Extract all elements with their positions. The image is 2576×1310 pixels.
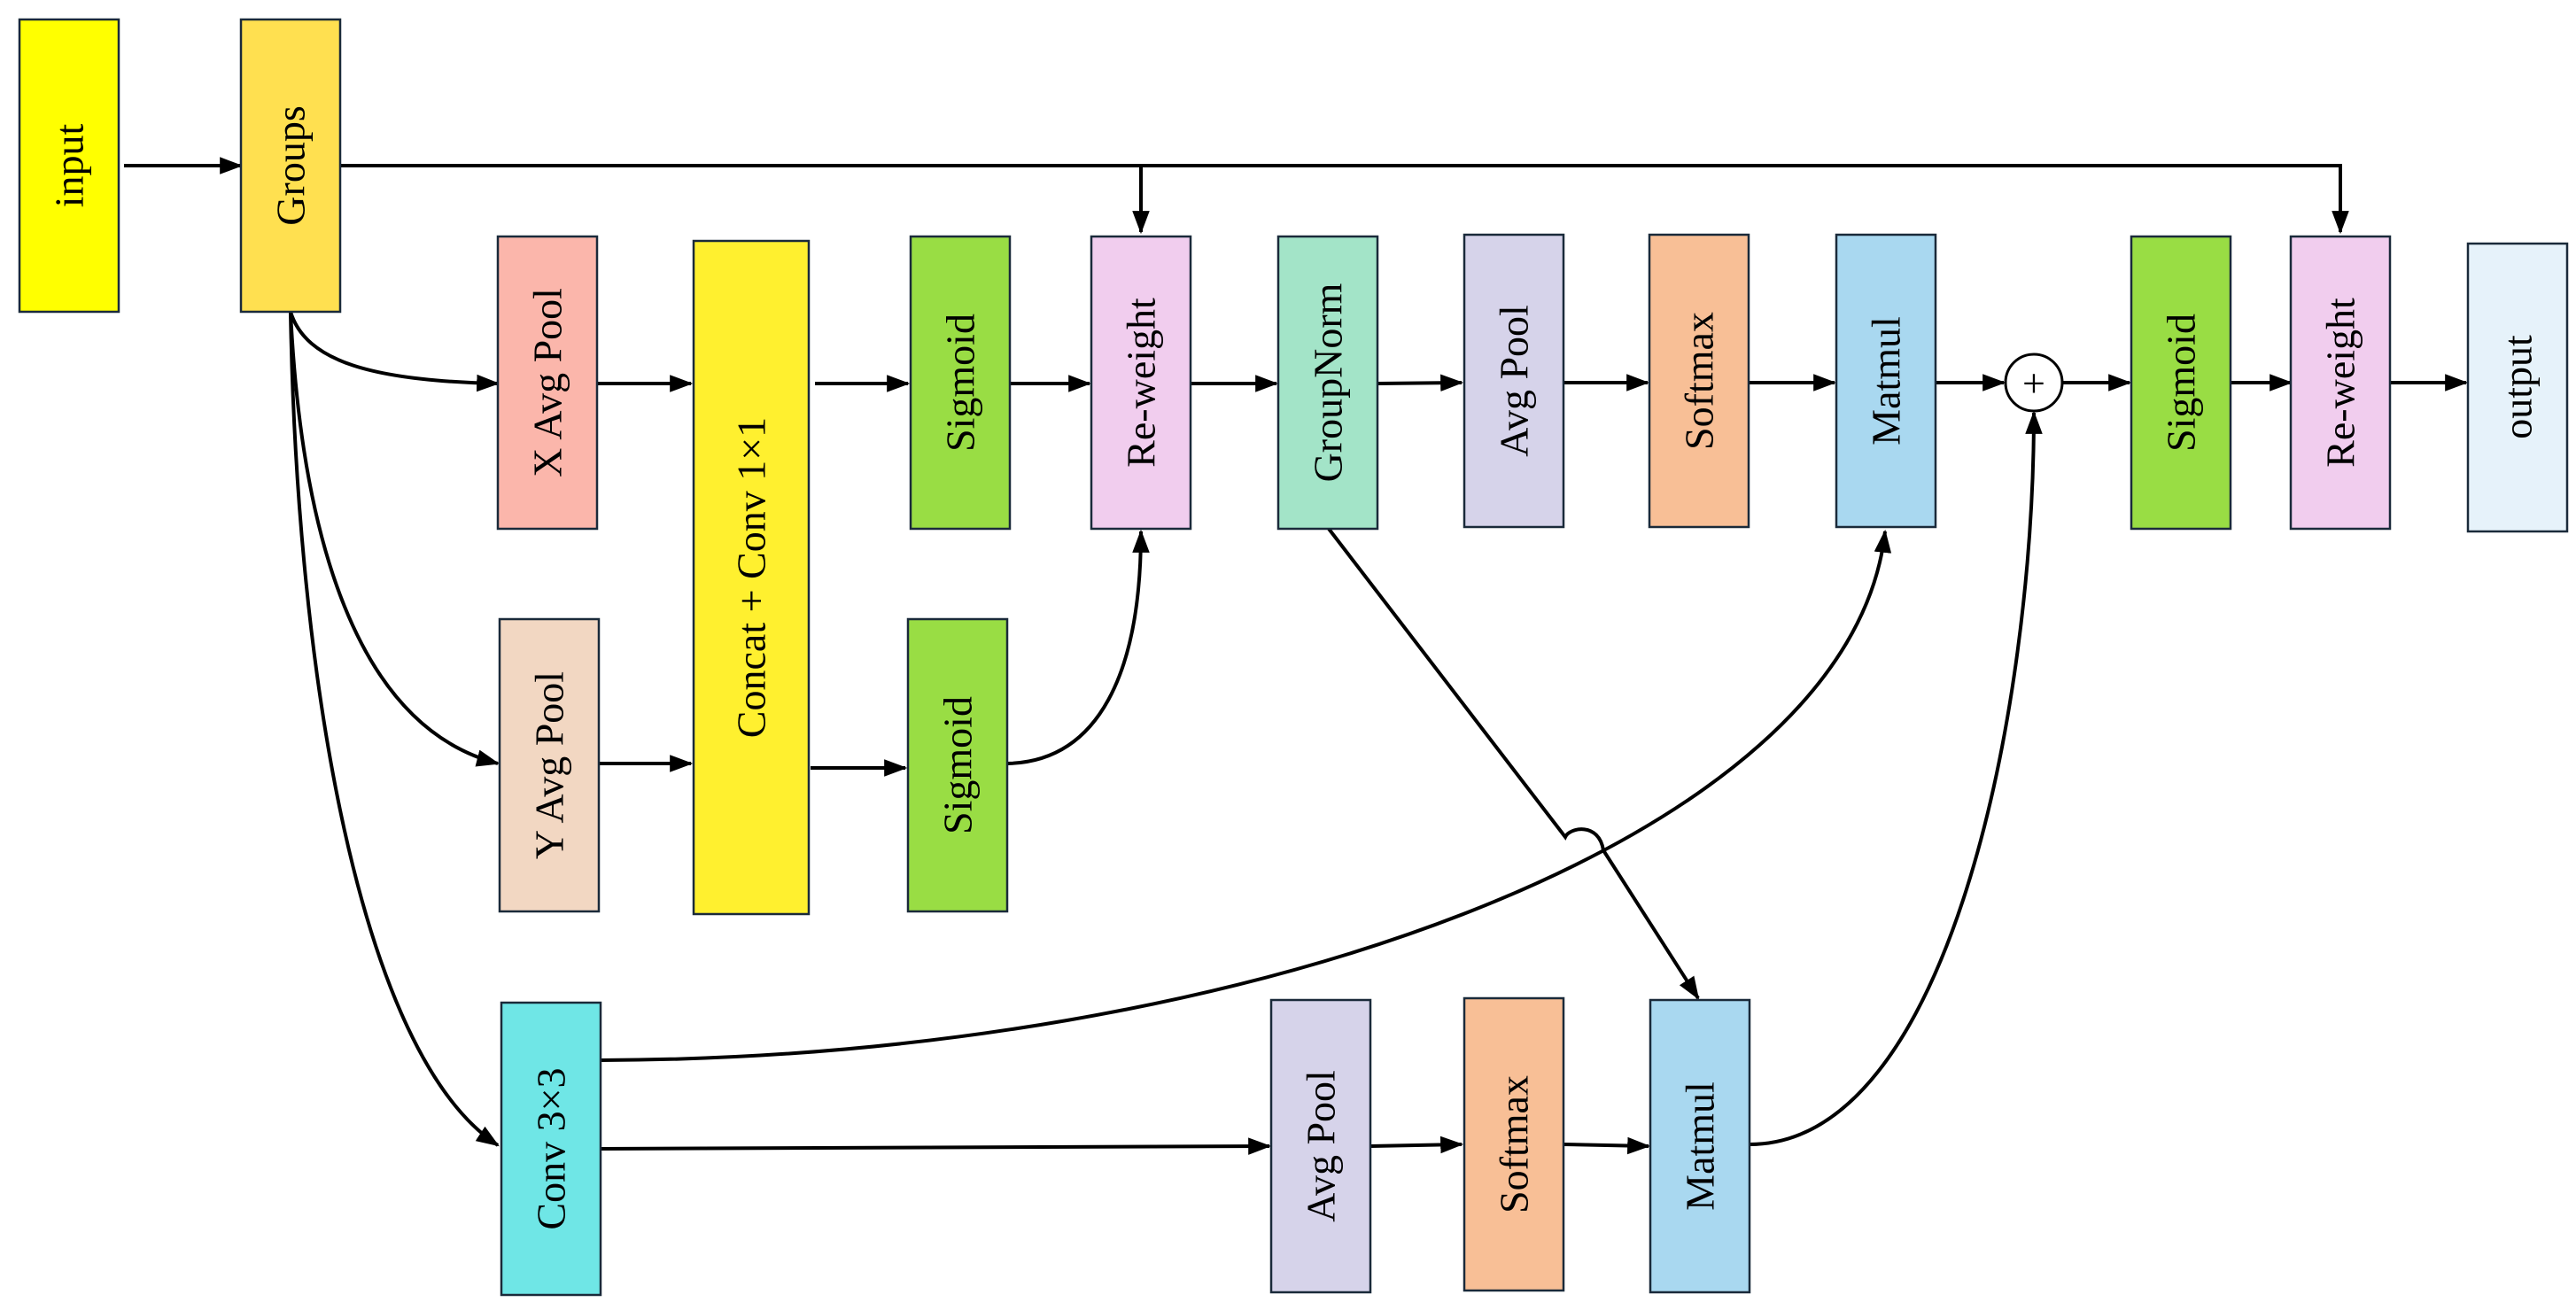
node-reweight-2: Re-weight [2289, 235, 2392, 531]
edge-conv3x3-matmul-1 [600, 529, 1892, 1062]
node-matmul-2: Matmul [1649, 998, 1751, 1294]
node-avg-pool-2-label: Avg Pool [1299, 1070, 1344, 1222]
node-groups: Groups [239, 18, 342, 314]
edge-groupnorm-avg-pool-1 [1377, 374, 1464, 392]
node-input: input [18, 18, 120, 314]
node-groupnorm-label: GroupNorm [1306, 283, 1351, 482]
node-reweight-2-label: Re-weight [2318, 298, 2363, 468]
node-avg-pool-2: Avg Pool [1269, 998, 1372, 1294]
node-sigmoid-2-label: Sigmoid [935, 696, 981, 834]
edge-avg-pool-2-softmax-2 [1369, 1136, 1464, 1154]
node-conv3x3-label: Conv 3×3 [529, 1067, 574, 1229]
edges [124, 157, 2469, 1155]
edge-softmax-2-matmul-2 [1563, 1136, 1651, 1155]
node-concat-conv-label: Concat + Conv 1×1 [729, 417, 774, 738]
node-matmul-1: Matmul [1835, 233, 1937, 529]
node-output: output [2466, 242, 2569, 533]
edge-groups-y-avg-pool [289, 311, 500, 767]
node-x-avg-pool-label: X Avg Pool [525, 288, 570, 477]
node-reweight-1-label: Re-weight [1119, 298, 1164, 468]
node-softmax-2: Softmax [1463, 996, 1565, 1292]
add-node: + [2004, 353, 2064, 413]
node-y-avg-pool-label: Y Avg Pool [527, 671, 572, 859]
node-y-avg-pool: Y Avg Pool [498, 617, 601, 913]
node-softmax-1: Softmax [1648, 233, 1750, 529]
edge-conv3x3-avg-pool-2 [600, 1137, 1272, 1155]
node-groupnorm: GroupNorm [1276, 235, 1379, 531]
node-avg-pool-1-label: Avg Pool [1492, 305, 1537, 457]
node-input-label: input [47, 124, 92, 208]
edge-matmul-2-add [1749, 410, 2043, 1146]
node-output-label: output [2495, 335, 2541, 439]
edge-sigmoid-2-reweight-1 [1006, 529, 1150, 765]
nodes: input Groups X Avg Pool Y Avg Pool Conca… [18, 18, 2569, 1297]
add-symbol: + [2022, 360, 2045, 406]
node-avg-pool-1: Avg Pool [1463, 233, 1565, 529]
node-softmax-2-label: Softmax [1492, 1075, 1537, 1213]
node-sigmoid-1-label: Sigmoid [938, 314, 983, 452]
node-sigmoid-3-label: Sigmoid [2159, 314, 2204, 452]
node-sigmoid-1: Sigmoid [909, 235, 1012, 531]
node-softmax-1-label: Softmax [1677, 312, 1722, 450]
node-matmul-1-label: Matmul [1864, 316, 1909, 446]
node-reweight-1: Re-weight [1090, 235, 1192, 531]
node-concat-conv: Concat + Conv 1×1 [692, 239, 811, 916]
node-x-avg-pool: X Avg Pool [496, 235, 599, 531]
edge-groups-conv3x3 [289, 311, 500, 1147]
node-sigmoid-2: Sigmoid [906, 617, 1009, 913]
node-conv3x3: Conv 3×3 [500, 1001, 602, 1297]
node-sigmoid-3: Sigmoid [2130, 235, 2232, 531]
edge-groups-x-avg-pool [289, 311, 500, 392]
add-circle [2004, 353, 2064, 413]
node-matmul-2-label: Matmul [1678, 1081, 1723, 1211]
edge-groupnorm-matmul-2 [1327, 527, 1700, 1000]
edge-groups-topline [340, 164, 2349, 235]
node-groups-label: Groups [268, 105, 314, 225]
